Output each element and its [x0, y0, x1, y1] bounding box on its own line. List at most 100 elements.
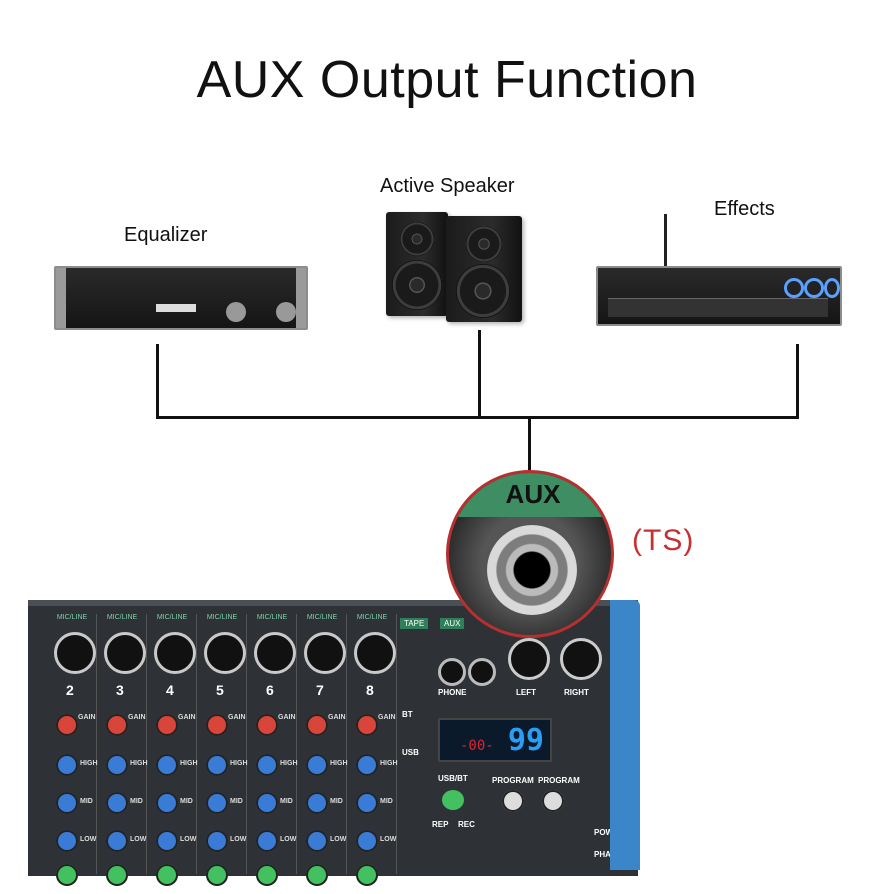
mid-label: MID — [80, 798, 93, 805]
page-title: AUX Output Function — [196, 51, 698, 109]
high-eq-knob[interactable] — [106, 754, 128, 776]
high-eq-knob[interactable] — [206, 754, 228, 776]
gain-knob[interactable] — [256, 714, 278, 736]
wire-bus — [156, 416, 799, 419]
mid-label: MID — [130, 798, 143, 805]
high-label: HIGH — [180, 760, 198, 767]
combo-input-jack[interactable] — [54, 632, 96, 674]
aux-send-knob[interactable] — [206, 864, 228, 886]
right-output-xlr[interactable] — [560, 638, 602, 680]
combo-input-jack[interactable] — [254, 632, 296, 674]
high-label: HIGH — [330, 760, 348, 767]
high-label: HIGH — [130, 760, 148, 767]
gain-knob[interactable] — [306, 714, 328, 736]
high-label: HIGH — [230, 760, 248, 767]
mid-eq-knob[interactable] — [306, 792, 328, 814]
right-speaker — [446, 216, 522, 322]
mixer-master-section: TAPE AUX PHONE LEFT RIGHT BT USB -00- 99… — [398, 614, 638, 876]
aux-zoom-callout: AUX — [446, 470, 614, 638]
equalizer-label: Equalizer — [124, 224, 208, 246]
ts-label: (TS) — [632, 524, 695, 557]
mid-label: MID — [380, 798, 393, 805]
gain-knob[interactable] — [56, 714, 78, 736]
channel-number: 3 — [116, 682, 124, 698]
rec-label: REC — [458, 820, 475, 829]
high-eq-knob[interactable] — [356, 754, 378, 776]
left-speaker — [386, 212, 448, 316]
wire-effects — [796, 344, 799, 418]
low-label: LOW — [380, 836, 397, 843]
play-button[interactable] — [442, 790, 464, 810]
aux-ts-jack[interactable] — [487, 525, 577, 615]
gain-knob[interactable] — [156, 714, 178, 736]
channel-number: 8 — [366, 682, 374, 698]
low-eq-knob[interactable] — [256, 830, 278, 852]
display-preset-number: 99 — [507, 723, 544, 758]
high-eq-knob[interactable] — [306, 754, 328, 776]
high-label: HIGH — [280, 760, 298, 767]
tape-header: TAPE — [400, 618, 429, 629]
channel-header: MIC/LINE — [56, 614, 88, 621]
phone-label: PHONE — [438, 688, 467, 697]
low-eq-knob[interactable] — [356, 830, 378, 852]
combo-input-jack[interactable] — [104, 632, 146, 674]
mid-eq-knob[interactable] — [206, 792, 228, 814]
aux-send-knob[interactable] — [56, 864, 78, 886]
low-label: LOW — [180, 836, 197, 843]
mid-label: MID — [280, 798, 293, 805]
low-eq-knob[interactable] — [56, 830, 78, 852]
active-speaker-label: Active Speaker — [380, 175, 515, 197]
mid-label: MID — [330, 798, 343, 805]
combo-input-jack[interactable] — [304, 632, 346, 674]
combo-input-jack[interactable] — [354, 632, 396, 674]
gain-knob[interactable] — [106, 714, 128, 736]
gain-label: GAIN — [178, 714, 196, 721]
combo-input-jack[interactable] — [154, 632, 196, 674]
low-eq-knob[interactable] — [106, 830, 128, 852]
effects-device — [596, 266, 842, 326]
program-knob-1[interactable] — [502, 790, 524, 812]
aux-send-knob[interactable] — [306, 864, 328, 886]
low-eq-knob[interactable] — [206, 830, 228, 852]
left-output-xlr[interactable] — [508, 638, 550, 680]
aux-send-knob[interactable] — [356, 864, 378, 886]
gain-label: GAIN — [378, 714, 396, 721]
aux-send-knob[interactable] — [106, 864, 128, 886]
channel-number: 6 — [266, 682, 274, 698]
channel-header: MIC/LINE — [206, 614, 238, 621]
program-label-2: PROGRAM — [538, 776, 580, 785]
mid-eq-knob[interactable] — [156, 792, 178, 814]
gain-knob[interactable] — [206, 714, 228, 736]
mid-eq-knob[interactable] — [56, 792, 78, 814]
phone-jack[interactable] — [438, 658, 466, 686]
high-eq-knob[interactable] — [256, 754, 278, 776]
wire-speaker — [478, 330, 481, 418]
program-knob-2[interactable] — [542, 790, 564, 812]
mid-label: MID — [180, 798, 193, 805]
aux-send-knob[interactable] — [156, 864, 178, 886]
wire-equalizer — [156, 344, 159, 418]
high-label: HIGH — [80, 760, 98, 767]
mid-eq-knob[interactable] — [256, 792, 278, 814]
mid-eq-knob[interactable] — [356, 792, 378, 814]
mixer-side-panel — [610, 600, 640, 870]
low-eq-knob[interactable] — [156, 830, 178, 852]
channel-header: MIC/LINE — [356, 614, 388, 621]
right-label: RIGHT — [564, 688, 589, 697]
bt-label: BT — [402, 710, 413, 719]
low-eq-knob[interactable] — [306, 830, 328, 852]
aux-jack[interactable] — [468, 658, 496, 686]
rep-label: REP — [432, 820, 449, 829]
combo-input-jack[interactable] — [204, 632, 246, 674]
low-label: LOW — [280, 836, 297, 843]
high-eq-knob[interactable] — [156, 754, 178, 776]
low-label: LOW — [230, 836, 247, 843]
channel-header: MIC/LINE — [306, 614, 338, 621]
high-eq-knob[interactable] — [56, 754, 78, 776]
gain-knob[interactable] — [356, 714, 378, 736]
mid-eq-knob[interactable] — [106, 792, 128, 814]
aux-send-knob[interactable] — [256, 864, 278, 886]
